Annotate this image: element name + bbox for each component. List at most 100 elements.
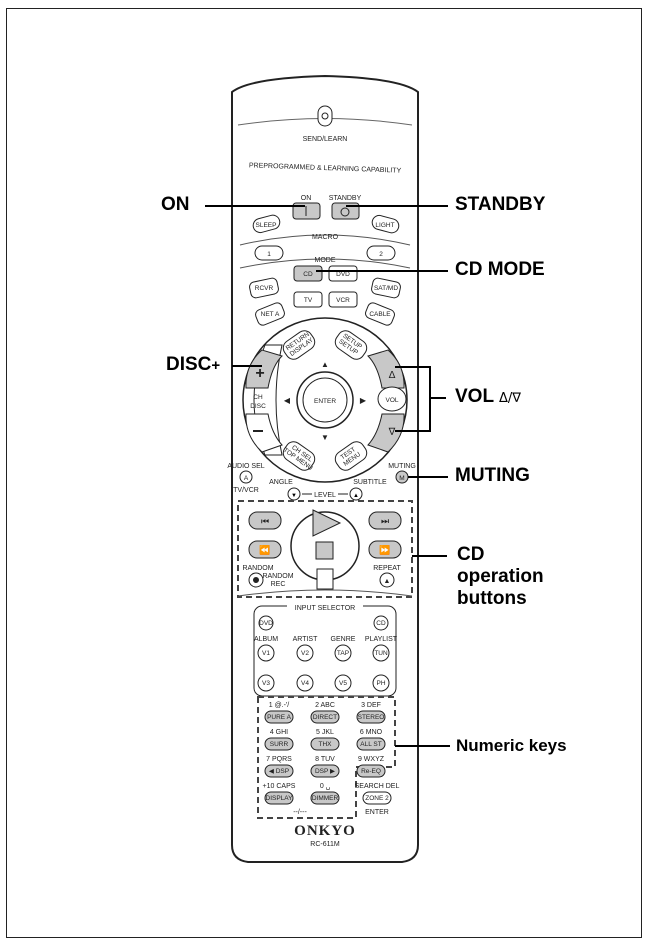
random-label: RANDOM <box>242 565 273 572</box>
key-4-button[interactable] <box>264 737 294 751</box>
macro-2-button[interactable] <box>366 245 396 261</box>
return-button[interactable] <box>280 328 318 363</box>
macro-2-label: 2 <box>379 251 383 258</box>
dvd-input-label: DVD <box>259 620 273 627</box>
vol-bracket-top <box>395 366 430 368</box>
skip-forward-button[interactable] <box>368 511 402 530</box>
ph-button[interactable] <box>372 674 390 692</box>
light-button[interactable] <box>371 214 401 235</box>
key-2-button[interactable] <box>310 710 340 724</box>
standby-button[interactable] <box>331 202 360 220</box>
stop-button[interactable] <box>315 541 334 560</box>
setup-button[interactable] <box>332 328 370 363</box>
surr-label: SURR <box>270 741 289 748</box>
svg-text:◀: ◀ <box>284 396 291 405</box>
tv-mode-label: TV <box>304 297 313 304</box>
zone2-label: ZONE 2 <box>365 795 389 802</box>
disc-minus-button[interactable] <box>245 413 283 453</box>
vol-up-button[interactable] <box>367 349 405 389</box>
sat-md-button[interactable] <box>371 277 402 299</box>
tap-button[interactable] <box>334 644 352 662</box>
cd-mode-button[interactable] <box>293 265 323 282</box>
disc-plus-button[interactable] <box>245 349 283 389</box>
audio-sel-button[interactable] <box>239 470 253 484</box>
vol-bracket-vertical <box>429 366 431 432</box>
subtitle-button[interactable] <box>349 487 363 501</box>
vol-down-button[interactable] <box>367 413 405 453</box>
v1-button[interactable] <box>257 644 275 662</box>
net-a-button[interactable] <box>254 301 286 326</box>
key-9-button[interactable] <box>356 764 386 778</box>
re-eq-label: Re-EQ <box>361 768 381 775</box>
rcvr-button[interactable] <box>249 277 280 299</box>
svg-text:+: + <box>255 365 264 382</box>
key-0-button[interactable] <box>310 791 340 805</box>
enter-button[interactable] <box>302 377 348 423</box>
svg-text:▼: ▼ <box>321 433 329 442</box>
svg-text:▲: ▲ <box>384 578 391 585</box>
repeat-button[interactable] <box>379 572 395 588</box>
cd-ops-leader <box>412 555 447 557</box>
cd-input-button[interactable] <box>373 615 389 631</box>
playlist-label: PLAYLIST <box>365 636 398 643</box>
v5-button[interactable] <box>334 674 352 692</box>
standby-callout: STANDBY <box>455 194 546 215</box>
thx-label: THX <box>319 741 333 748</box>
cable-button[interactable] <box>364 301 396 326</box>
svg-text:▲: ▲ <box>321 360 329 369</box>
vcr-mode-button[interactable] <box>328 291 358 308</box>
sleep-label: SLEEP <box>256 222 277 229</box>
key-5-button[interactable] <box>310 737 340 751</box>
dsp-left-label: ◀ DSP <box>269 768 289 775</box>
svg-text:⏪: ⏪ <box>259 544 270 555</box>
direct-label: DIRECT <box>313 714 337 721</box>
search-del-label: SEARCH DEL <box>355 783 400 790</box>
disc-callout-text: DISC <box>166 354 212 375</box>
key-8-button[interactable] <box>310 764 340 778</box>
svg-text:∇: ∇ <box>388 427 396 438</box>
net-a-label: NET A <box>261 311 280 318</box>
svg-text:⏩: ⏩ <box>379 544 390 555</box>
key-3-button[interactable] <box>356 710 386 724</box>
rcvr-label: RCVR <box>255 285 274 292</box>
svg-text:M: M <box>399 475 404 482</box>
skip-back-button[interactable] <box>248 511 282 530</box>
play-button[interactable] <box>312 509 342 537</box>
v4-button[interactable] <box>296 674 314 692</box>
ch-sel-button[interactable] <box>280 439 318 474</box>
cd-operations-box <box>237 500 413 598</box>
sleep-button[interactable] <box>252 214 282 235</box>
mode-label: MODE <box>315 257 336 264</box>
zone2-button[interactable] <box>362 791 392 805</box>
random-rec-label: RANDOM <box>262 573 293 580</box>
dsp-right-label: DSP ▶ <box>315 768 336 775</box>
dvd-input-button[interactable] <box>258 615 274 631</box>
cd-ops-callout: CD operation buttons <box>457 544 544 610</box>
cd-ops-line2: operation <box>457 566 544 587</box>
test-button[interactable] <box>332 439 370 474</box>
cd-mode-callout: CD MODE <box>455 259 545 280</box>
tv-mode-button[interactable] <box>293 291 323 308</box>
tv-vcr-label: TV/VCR <box>233 487 259 494</box>
key-6-button[interactable] <box>356 737 386 751</box>
vol-symbol: Δ/∇ <box>499 391 521 406</box>
disc-leader <box>232 365 262 367</box>
light-label: LIGHT <box>375 222 394 229</box>
key-1-button[interactable] <box>264 710 294 724</box>
key-10-button[interactable] <box>264 791 294 805</box>
v2-button[interactable] <box>296 644 314 662</box>
sat-md-label: SAT/MD <box>374 285 398 292</box>
numeric-keys-box <box>257 696 396 819</box>
macro-1-button[interactable] <box>254 245 284 261</box>
key-4-label: 4 GHI <box>270 729 288 736</box>
key-7-button[interactable] <box>264 764 294 778</box>
cd-ops-line1: CD <box>457 544 485 565</box>
dvd-mode-button[interactable] <box>328 265 358 282</box>
input-selector-label: INPUT SELECTOR <box>295 605 355 612</box>
fast-forward-button[interactable] <box>368 540 402 559</box>
rewind-button[interactable] <box>248 540 282 559</box>
v3-button[interactable] <box>257 674 275 692</box>
tun-button[interactable] <box>372 644 390 662</box>
dashes-label: --/--- <box>293 809 307 816</box>
